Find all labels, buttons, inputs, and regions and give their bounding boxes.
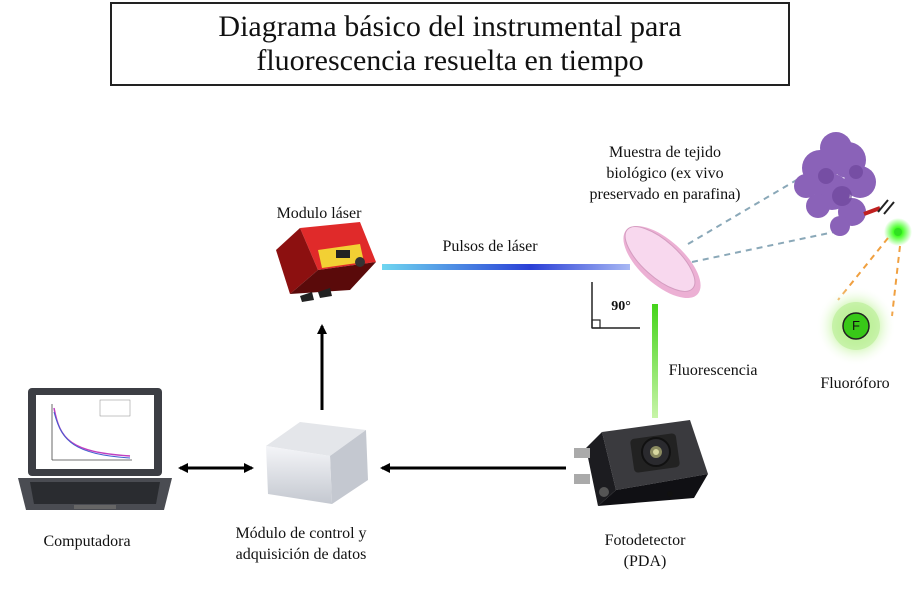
photodetector-label-line-2: (PDA)	[623, 553, 667, 570]
photodetector-label: Fotodetector (PDA)	[580, 530, 710, 572]
control-label-line-2: adquisición de datos	[235, 546, 367, 563]
control-module-icon	[266, 422, 368, 504]
computer-label: Computadora	[43, 533, 131, 550]
laser-module-label: Modulo láser	[276, 205, 362, 222]
laser-pulse-beam	[382, 264, 630, 270]
protein-icon	[794, 132, 876, 236]
dashed-orange-2	[891, 245, 901, 317]
control-label-line-1: Módulo de control y	[235, 525, 367, 542]
photodetector-label-line-1: Fotodetector	[604, 532, 686, 549]
fluorophore-label: Fluoróforo	[820, 375, 890, 392]
laser-module-icon	[276, 222, 376, 302]
tissue-sample-icon	[623, 225, 701, 299]
sample-label-line-2: biológico (ex vivo	[606, 165, 724, 182]
title-line-2: fluorescencia resuelta en tiempo	[256, 44, 644, 77]
protein-shadow	[818, 165, 863, 206]
dashed-link-2	[691, 231, 835, 263]
angle-label: 90°	[611, 299, 631, 314]
fluorophore-icon	[816, 286, 896, 366]
control-module-label: Módulo de control y adquisición de datos	[216, 523, 386, 565]
photodetector-icon	[574, 420, 708, 506]
laptop-icon	[18, 388, 172, 510]
sample-label: Muestra de tejido biológico (ex vivo pre…	[570, 142, 760, 205]
right-angle-marker	[591, 282, 640, 329]
sample-label-line-3: preservado en parafina)	[589, 186, 741, 203]
fluorescence-label: Fluorescencia	[668, 362, 758, 379]
fluorophore-letter: F	[852, 318, 860, 333]
linker-icon	[863, 199, 912, 246]
fluorescence-beam	[652, 304, 658, 418]
title-box: Diagrama básico del instrumental para fl…	[110, 2, 790, 86]
sample-label-line-1: Muestra de tejido	[609, 144, 721, 161]
title-line-1: Diagrama básico del instrumental para	[218, 10, 682, 43]
laser-pulses-label: Pulsos de láser	[442, 238, 538, 255]
